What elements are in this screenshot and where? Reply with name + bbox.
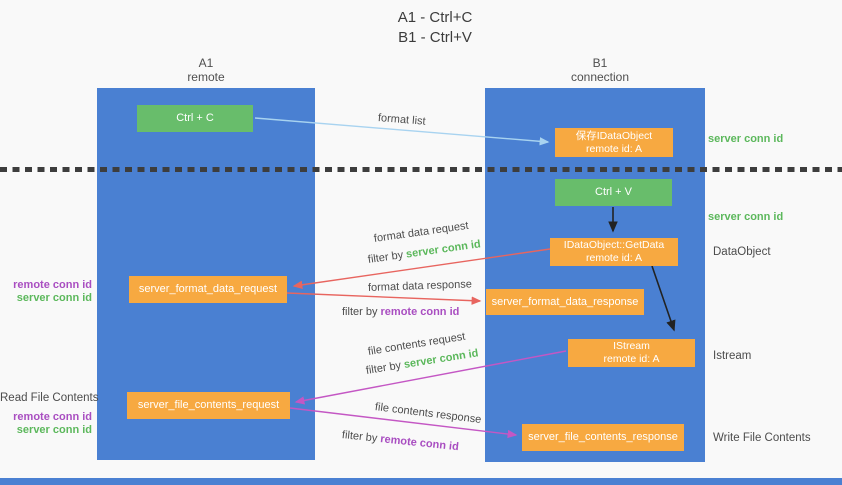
node-format-response-label: server_format_data_response (491, 295, 639, 308)
node-ctrl-c: Ctrl + C (137, 105, 253, 132)
label-server-conn-id-2: server conn id (16, 424, 92, 436)
node-getdata-line1: IDataObject::GetData (563, 239, 665, 251)
node-istream-line1: IStream (613, 340, 650, 352)
title-line-1: A1 - Ctrl+C (397, 9, 473, 26)
filter-by-text: filter by (365, 359, 405, 377)
node-idataobject-getdata: IDataObject::GetData remote id: A (550, 238, 678, 266)
node-server-format-data-request: server_format_data_request (129, 276, 287, 303)
label-server-conn-id-top: server conn id (708, 133, 784, 145)
label-server-conn-id-mid: server conn id (708, 211, 784, 223)
node-save-dataobject: 保存IDataObject remote id: A (555, 128, 673, 157)
arrow-format-data-response (286, 292, 482, 305)
label-remote-conn-id-2: remote conn id (13, 411, 92, 423)
label-format-list: format list (377, 112, 427, 128)
filter-by-text: filter by (341, 429, 381, 445)
diagram-title: A1 - Ctrl+C B1 - Ctrl+V (315, 8, 555, 48)
node-istream-line2: remote id: A (603, 353, 660, 365)
label-remote-conn-id-1: remote conn id (13, 279, 92, 291)
title-line-2: B1 - Ctrl+V (398, 29, 472, 46)
remote-conn-id-text: remote conn id (380, 306, 460, 318)
lifeline-a1-name: A1 (198, 56, 214, 70)
label-filter-by-remote-conn-id-2: filter by remote conn id (341, 429, 459, 453)
lifeline-b1-name: B1 (592, 56, 608, 70)
label-read-file-contents: Read File Contents (0, 392, 99, 404)
node-ctrl-v-label: Ctrl + V (595, 186, 632, 198)
label-server-conn-id-1: server conn id (16, 292, 92, 304)
bottom-blue-bar (0, 478, 842, 485)
lifeline-header-a1: A1 remote (146, 56, 266, 84)
label-write-file-contents: Write File Contents (713, 432, 811, 444)
lifeline-b1-subtitle: connection (570, 70, 630, 84)
node-server-file-contents-request: server_file_contents_request (127, 392, 290, 419)
node-file-request-label: server_file_contents_request (137, 399, 280, 411)
node-format-request-label: server_format_data_request (138, 283, 278, 295)
node-file-response-label: server_file_contents_response (528, 431, 678, 443)
filter-by-text: filter by (342, 306, 381, 318)
node-istream: IStream remote id: A (568, 339, 695, 367)
node-ctrl-v: Ctrl + V (555, 179, 672, 206)
server-conn-id-text: server conn id (403, 347, 480, 371)
node-ctrl-c-label: Ctrl + C (176, 112, 214, 124)
label-file-contents-response: file contents response (374, 401, 482, 426)
node-server-format-data-response: server_format_data_response (486, 289, 644, 315)
phase-separator-dashed-line (0, 167, 842, 172)
node-server-file-contents-response: server_file_contents_response (522, 424, 684, 451)
lifeline-a1-subtitle: remote (187, 70, 225, 84)
node-save-dataobject-line1: 保存IDataObject (575, 129, 653, 142)
label-filter-by-remote-conn-id-1: filter by remote conn id (342, 306, 459, 318)
remote-conn-id-text: remote conn id (379, 433, 460, 454)
label-format-data-response: format data response (367, 278, 473, 294)
label-istream: Istream (713, 350, 752, 362)
label-dataobject: DataObject (713, 246, 771, 258)
node-save-dataobject-line2: remote id: A (585, 142, 643, 155)
lifeline-header-b1: B1 connection (540, 56, 660, 84)
node-getdata-line2: remote id: A (585, 252, 643, 264)
server-conn-id-text: server conn id (405, 238, 482, 261)
filter-by-text: filter by (367, 248, 407, 266)
